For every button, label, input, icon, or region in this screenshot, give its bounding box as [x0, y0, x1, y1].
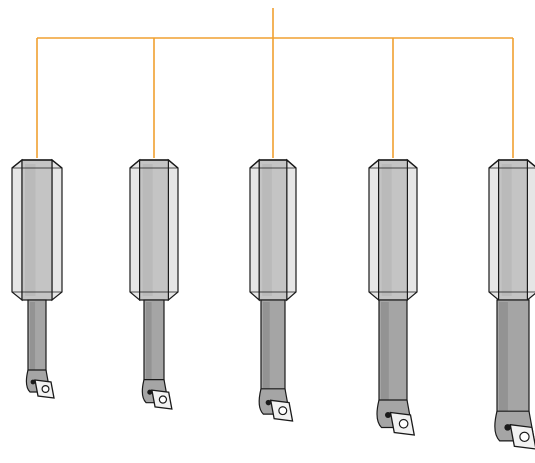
boring-bar-3: [249, 158, 297, 422]
hex-body-left-face: [11, 158, 23, 302]
hex-body-right-face: [406, 158, 418, 302]
insert-pocket-hole: [30, 379, 36, 385]
hex-body-left-face: [368, 158, 380, 302]
cutting-head: [258, 388, 294, 422]
hex-body-top-cap: [11, 159, 63, 169]
hex-body-shade: [262, 164, 272, 296]
insert-screw: [278, 406, 288, 416]
hex-body-shade: [25, 164, 36, 296]
cutting-head: [25, 369, 55, 399]
shank-shade: [30, 302, 36, 376]
cutting-head: [494, 410, 535, 450]
shank-shade: [263, 302, 270, 396]
hex-body-top-cap: [129, 159, 179, 169]
shank: [496, 299, 530, 423]
insert-pocket-hole: [504, 424, 511, 431]
hex-body-left-face: [488, 158, 500, 302]
hex-body-top-cap: [488, 159, 535, 169]
hex-body-right-face: [286, 158, 297, 302]
boring-bar-1: [11, 158, 63, 399]
hex-body-shade: [381, 164, 392, 296]
connector-tree: [36, 8, 514, 158]
hex-body-shade: [142, 164, 153, 296]
cutting-head: [376, 399, 416, 436]
insert-screw: [519, 431, 530, 443]
hex-body-left-face: [129, 158, 141, 302]
boring-bar-2: [129, 158, 179, 410]
boring-bar-5: [488, 158, 535, 450]
hex-body-left-face: [249, 158, 260, 302]
hex-body-right-face: [167, 158, 179, 302]
hex-body-right-face: [51, 158, 63, 302]
shank-shade: [381, 302, 389, 408]
insert-screw: [41, 384, 50, 394]
insert-pocket-hole: [147, 389, 153, 395]
cutting-head: [141, 378, 173, 410]
tool-group: [11, 158, 535, 450]
insert-pocket-hole: [385, 412, 391, 418]
insert-pocket-hole: [265, 399, 272, 406]
boring-bar-4: [368, 158, 418, 436]
hex-body-top-cap: [368, 159, 418, 169]
hex-body-right-face: [526, 158, 535, 302]
shank-shade: [499, 302, 508, 420]
hex-body-top-cap: [249, 159, 297, 169]
insert-screw: [158, 395, 168, 404]
hex-body-shade: [501, 164, 512, 296]
shank-shade: [146, 302, 152, 386]
insert-screw: [398, 418, 409, 429]
